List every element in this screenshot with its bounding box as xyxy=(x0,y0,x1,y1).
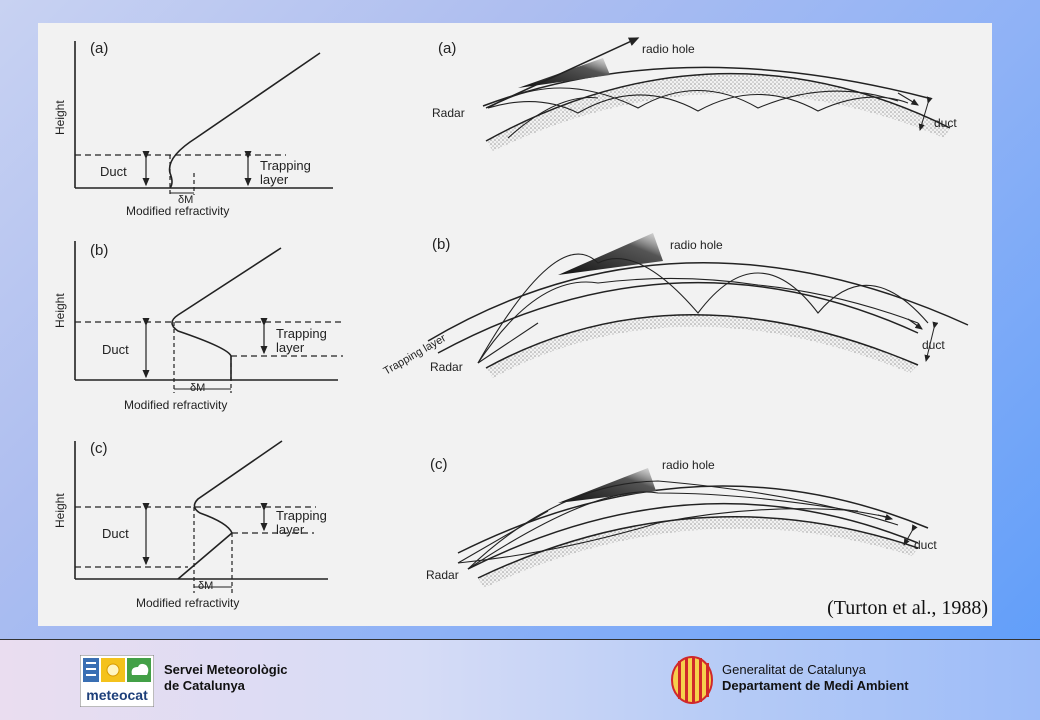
propagation-label-a: (a) xyxy=(438,40,456,57)
radar-label-c: Radar xyxy=(426,568,459,582)
height-axis-label-b: Height xyxy=(53,293,67,328)
trapping-label-b-2: layer xyxy=(276,340,305,355)
radar-label-b: Radar xyxy=(430,360,463,374)
propagation-diagram-c: (c) radio hole Radar duct xyxy=(426,456,937,588)
propagation-label-c: (c) xyxy=(430,456,448,473)
propagation-label-b: (b) xyxy=(432,236,450,253)
generalitat-logo xyxy=(670,655,714,710)
profile-plot-c: (c) Height Duct Trapping layer δM Modifi… xyxy=(53,440,328,610)
org-right: Generalitat de Catalunya Departament de … xyxy=(722,662,909,694)
radio-hole-label-b: radio hole xyxy=(670,238,723,252)
profile-label-c: (c) xyxy=(90,440,108,457)
org-left-line-2: de Catalunya xyxy=(164,678,245,693)
delta-m-label-c: δM xyxy=(198,580,213,592)
delta-m-label-b: δM xyxy=(190,382,205,394)
trapping-label-a-2: layer xyxy=(260,172,289,187)
org-right-line-2: Departament de Medi Ambient xyxy=(722,678,909,693)
profile-plot-a: (a) Height Duct Trapping layer δM Modifi… xyxy=(53,40,333,218)
figure-scan: (a) Height Duct Trapping layer δM Modifi… xyxy=(38,23,992,626)
duct-label-b: Duct xyxy=(102,342,129,357)
meteocat-logo-text: meteocat xyxy=(86,687,148,703)
duct-label-right-a: duct xyxy=(934,116,957,130)
trapping-label-c-2: layer xyxy=(276,522,305,537)
duct-label-right-b: duct xyxy=(922,338,945,352)
trapping-label-a-1: Trapping xyxy=(260,158,311,173)
trapping-label-c-1: Trapping xyxy=(276,508,327,523)
citation: (Turton et al., 1988) xyxy=(827,597,988,619)
duct-label-right-c: duct xyxy=(914,538,937,552)
trapping-label-b-1: Trapping xyxy=(276,326,327,341)
org-right-line-1: Generalitat de Catalunya xyxy=(722,662,866,677)
org-left-line-1: Servei Meteorològic xyxy=(164,662,288,677)
meteocat-logo: meteocat xyxy=(79,654,155,712)
profile-label-b: (b) xyxy=(90,242,108,259)
radio-hole-label-a: radio hole xyxy=(642,42,695,56)
duct-label-c: Duct xyxy=(102,526,129,541)
profile-label-a: (a) xyxy=(90,40,108,57)
radar-label-a: Radar xyxy=(432,106,465,120)
duct-label-a: Duct xyxy=(100,164,127,179)
delta-m-label-a: δM xyxy=(178,194,193,206)
x-axis-label-c: Modified refractivity xyxy=(136,596,239,610)
footer xyxy=(0,640,1040,720)
profile-plot-b: (b) Height Duct Trapping layer δM Modifi… xyxy=(53,241,343,412)
org-left: Servei Meteorològic de Catalunya xyxy=(164,662,288,694)
radio-hole-label-c: radio hole xyxy=(662,458,715,472)
x-axis-label-b: Modified refractivity xyxy=(124,398,227,412)
height-axis-label-a: Height xyxy=(53,100,67,135)
propagation-diagram-a: (a) radio hole Radar duct xyxy=(432,37,957,151)
x-axis-label-a: Modified refractivity xyxy=(126,204,229,218)
propagation-diagram-b: (b) radio hole Radar duct Trapping layer xyxy=(382,233,969,378)
height-axis-label-c: Height xyxy=(53,493,67,528)
footer-divider xyxy=(0,639,1040,640)
